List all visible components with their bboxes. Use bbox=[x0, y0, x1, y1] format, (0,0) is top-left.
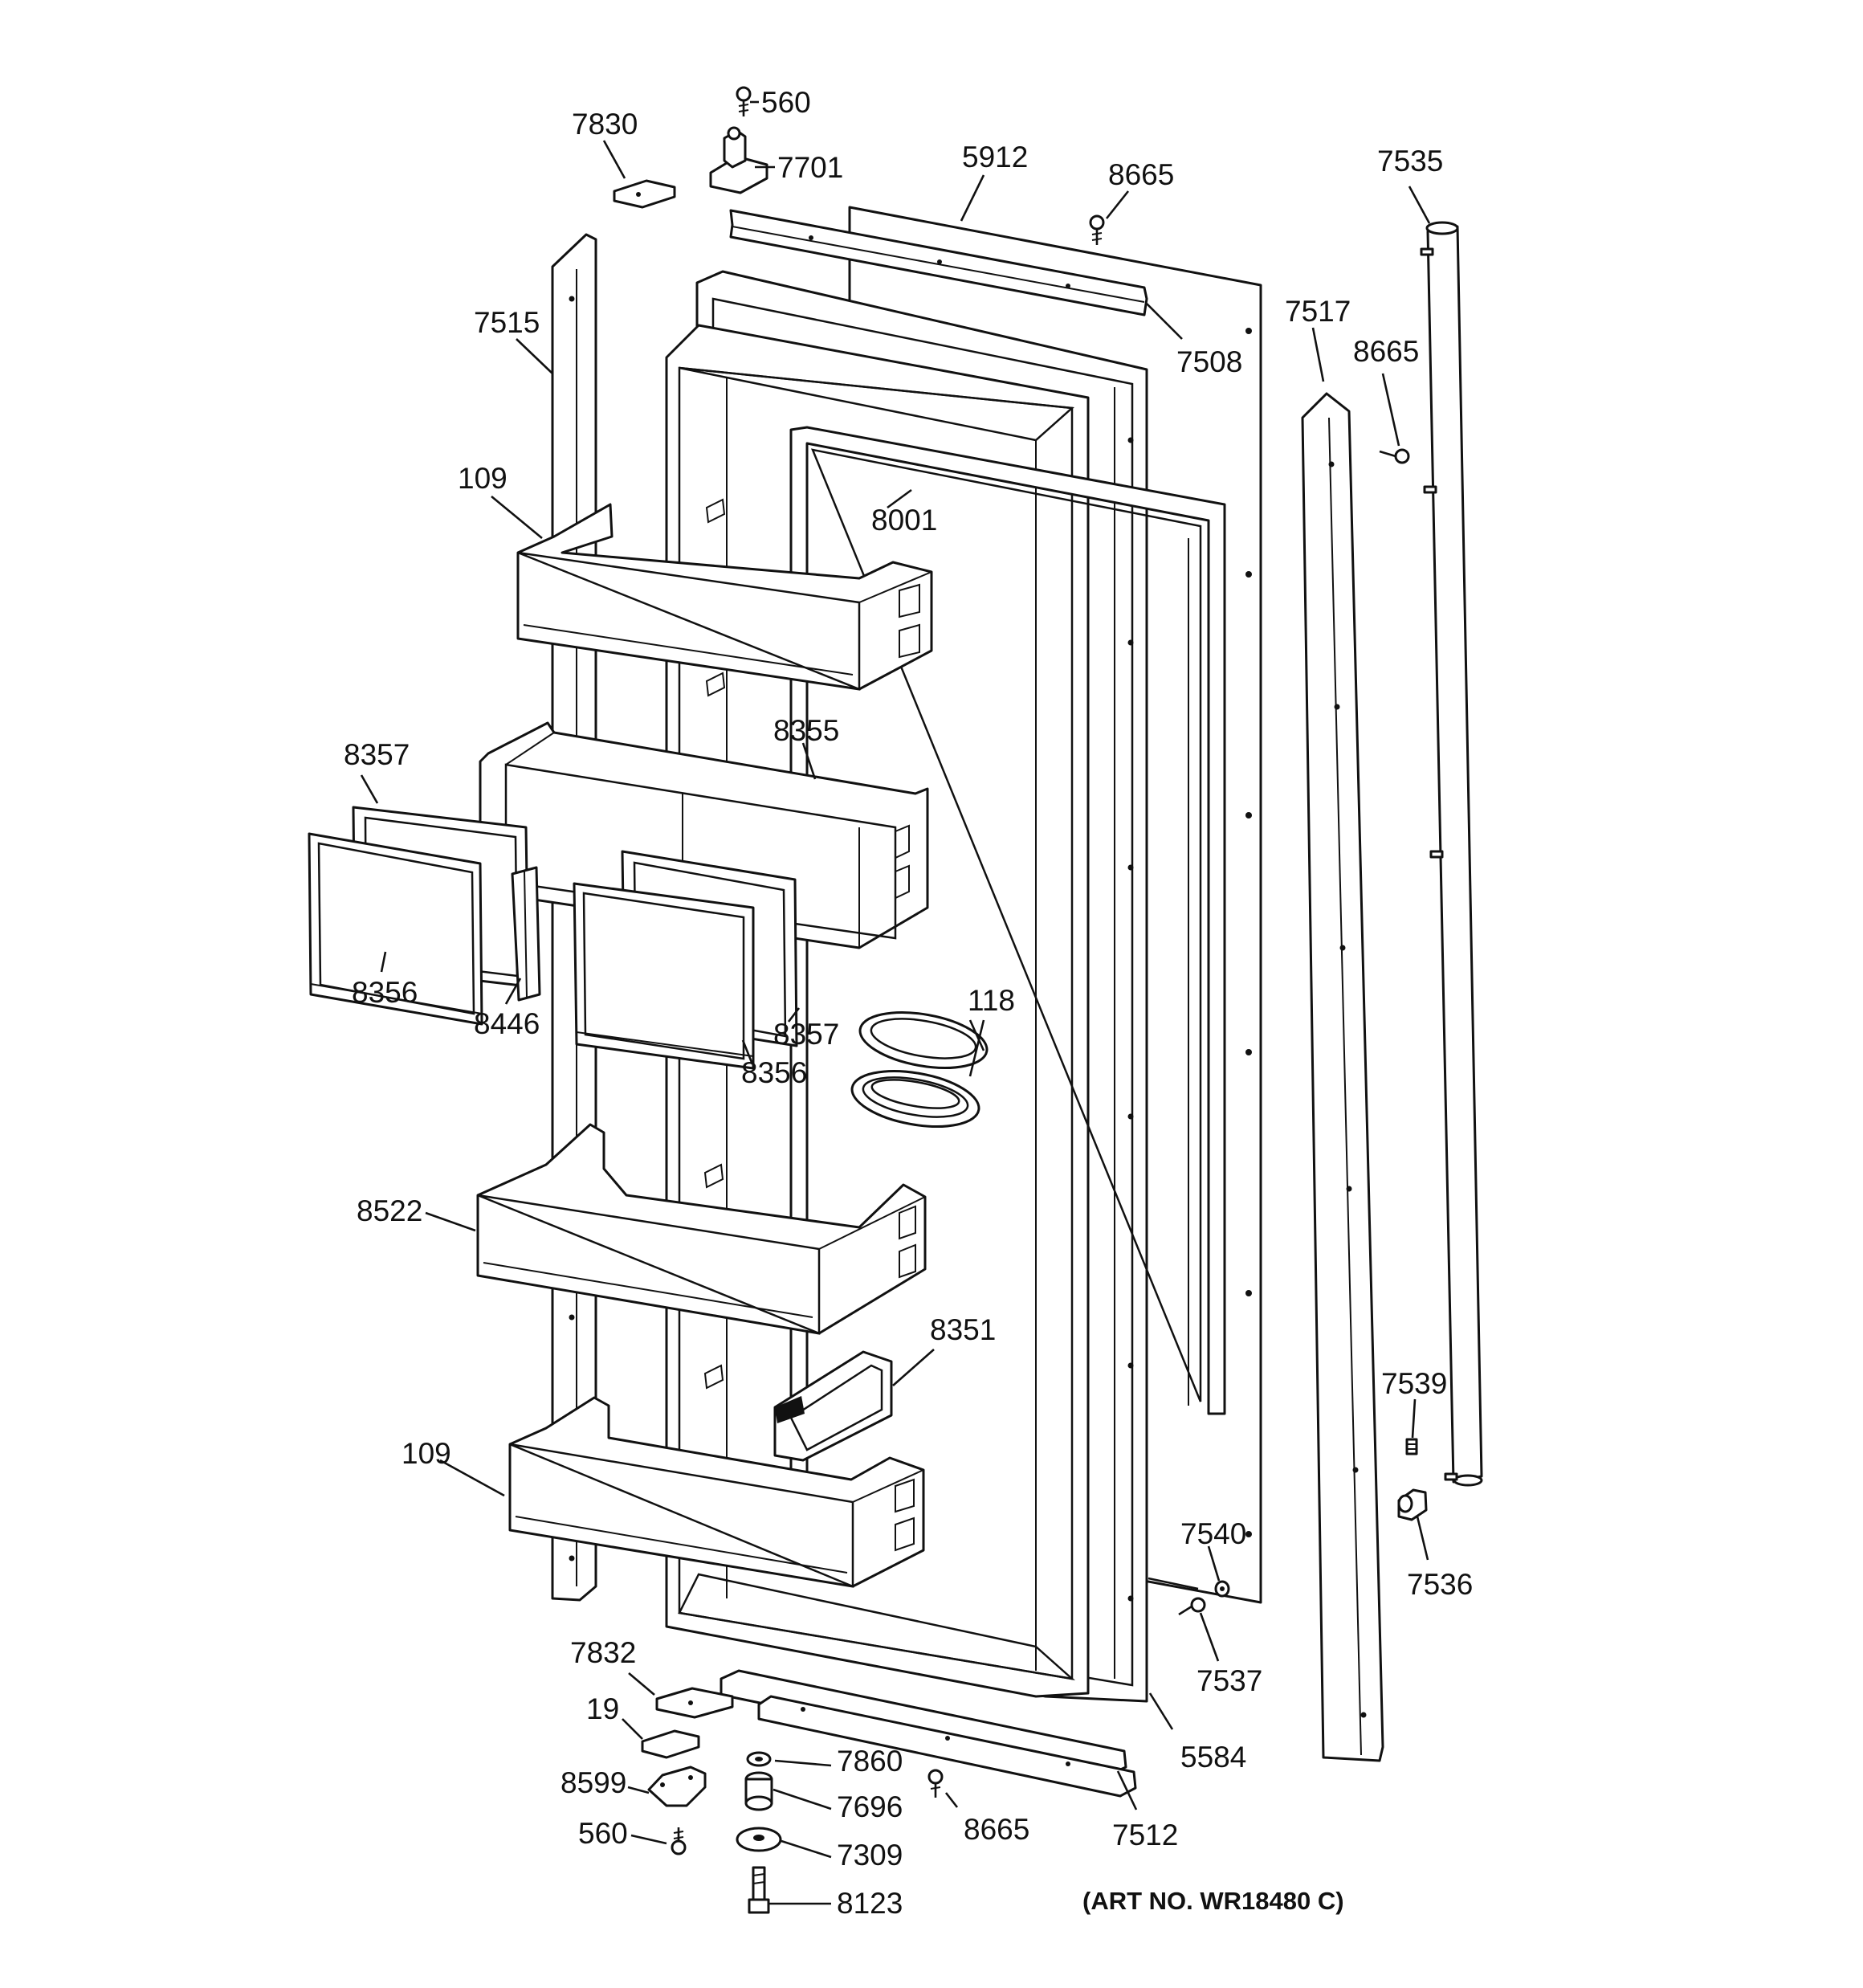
callout-7830: 7830 bbox=[572, 108, 638, 141]
callout-7701: 7701 bbox=[777, 151, 843, 184]
butter-compartment-door bbox=[850, 1011, 989, 1128]
hinge-bushing bbox=[744, 1771, 773, 1811]
callout-7537: 7537 bbox=[1196, 1664, 1262, 1697]
callout-7309: 7309 bbox=[837, 1839, 903, 1872]
hinge-shim bbox=[641, 1729, 700, 1759]
washer-icon bbox=[1214, 1580, 1230, 1598]
bottom-channel bbox=[720, 1669, 1137, 1798]
callout-7512: 7512 bbox=[1112, 1819, 1178, 1851]
door-bin-top bbox=[516, 503, 933, 691]
callout-8357: 8357 bbox=[344, 738, 410, 771]
callout-7535: 7535 bbox=[1377, 145, 1443, 178]
callout-8446: 8446 bbox=[474, 1007, 540, 1040]
callout-109: 109 bbox=[458, 462, 508, 495]
art-number: (ART NO. WR18480 C) bbox=[1082, 1887, 1344, 1915]
callout-8123: 8123 bbox=[837, 1887, 903, 1920]
callout-8001: 8001 bbox=[871, 504, 937, 537]
callout-7508: 7508 bbox=[1176, 345, 1242, 378]
callout-8665: 8665 bbox=[964, 1813, 1029, 1846]
callout-560: 560 bbox=[578, 1817, 628, 1850]
door-bin-bottom bbox=[508, 1396, 925, 1588]
callout-8665: 8665 bbox=[1108, 158, 1174, 191]
screw-icon bbox=[671, 1827, 687, 1855]
callout-8355: 8355 bbox=[773, 714, 839, 747]
callout-7832: 7832 bbox=[570, 1636, 636, 1669]
callout-7517: 7517 bbox=[1285, 295, 1351, 328]
handle-cam bbox=[1397, 1488, 1428, 1521]
screw-icon bbox=[1379, 448, 1410, 464]
callout-109: 109 bbox=[402, 1437, 451, 1470]
roller-icon bbox=[736, 1827, 782, 1852]
callout-7540: 7540 bbox=[1180, 1517, 1246, 1550]
callout-8357: 8357 bbox=[773, 1018, 839, 1051]
screw-icon bbox=[1089, 214, 1105, 245]
screw-icon bbox=[1178, 1597, 1206, 1616]
callout-560: 560 bbox=[761, 86, 811, 119]
callout-5584: 5584 bbox=[1180, 1741, 1246, 1774]
washer-icon bbox=[746, 1751, 772, 1767]
callout-8351: 8351 bbox=[930, 1313, 996, 1346]
callout-7696: 7696 bbox=[837, 1790, 903, 1823]
callout-5912: 5912 bbox=[962, 141, 1028, 173]
callout-7539: 7539 bbox=[1381, 1367, 1447, 1400]
callout-7860: 7860 bbox=[837, 1745, 903, 1778]
spring-icon bbox=[1405, 1438, 1418, 1455]
screw-icon bbox=[736, 86, 752, 116]
bin-door-panel-left bbox=[308, 832, 483, 1026]
hinge-bracket bbox=[709, 126, 768, 194]
bin-door-panel-mid bbox=[573, 882, 755, 1070]
callout-7536: 7536 bbox=[1407, 1568, 1473, 1601]
hinge-plate-top bbox=[613, 179, 676, 209]
callout-7515: 7515 bbox=[474, 306, 540, 339]
dairy-door bbox=[773, 1350, 893, 1462]
door-handle-tube bbox=[1420, 221, 1483, 1487]
bin-divider bbox=[511, 866, 541, 1002]
callout-8356: 8356 bbox=[352, 976, 418, 1009]
callout-8599: 8599 bbox=[561, 1766, 626, 1799]
callout-labels: 560 7830 7701 5912 8665 7535 7515 7508 7… bbox=[344, 86, 1473, 1920]
leader-lines bbox=[360, 100, 1431, 1905]
right-door-trim bbox=[1301, 392, 1384, 1762]
callout-8356: 8356 bbox=[741, 1056, 807, 1089]
door-bin-middle bbox=[476, 1123, 927, 1335]
hinge-plate-bottom bbox=[655, 1687, 734, 1719]
screw-icon bbox=[927, 1769, 944, 1798]
top-channel bbox=[729, 209, 1148, 316]
callout-8665: 8665 bbox=[1353, 335, 1419, 368]
callout-118: 118 bbox=[968, 984, 1015, 1017]
hinge-pin bbox=[748, 1866, 770, 1914]
callout-19: 19 bbox=[586, 1692, 619, 1725]
callout-8522: 8522 bbox=[357, 1194, 422, 1227]
hinge-bracket-bottom bbox=[647, 1766, 707, 1807]
